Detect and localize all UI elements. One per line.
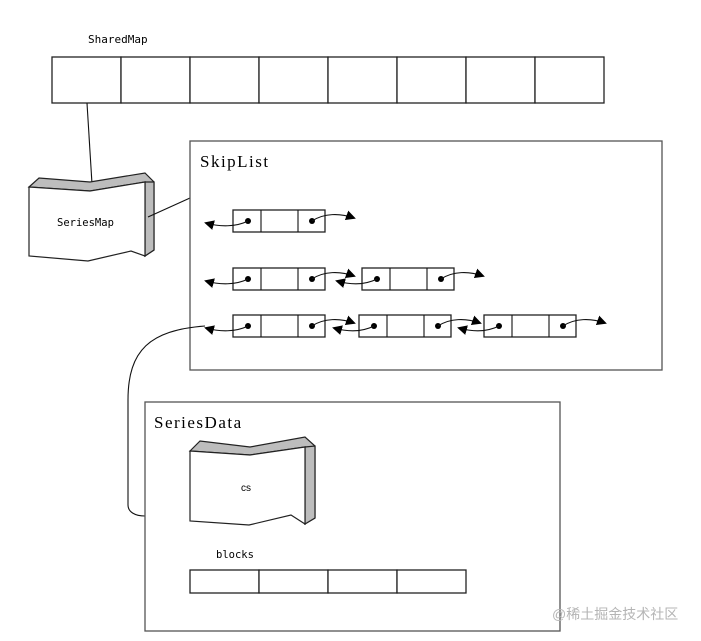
next-pointer-arrow (562, 315, 607, 327)
skip-list-node (335, 267, 485, 291)
block-slot (189, 569, 260, 594)
connector-sharedmap-to-seriesmap (86, 102, 93, 185)
shared-map: SharedMap (51, 33, 605, 104)
shared-map-slot (534, 56, 605, 104)
skip-list-node (204, 209, 356, 233)
blocks-slots (189, 569, 467, 594)
shared-map-slot (327, 56, 398, 104)
prev-pointer-arrow (332, 325, 375, 335)
cs-label: cs (241, 483, 251, 494)
node-cell-prev (232, 267, 326, 291)
block-slot (258, 569, 329, 594)
node-cell-prev (361, 267, 455, 291)
prev-pointer-arrow (204, 325, 249, 335)
shared-map-slots (51, 56, 605, 104)
shared-map-slot (189, 56, 260, 104)
next-pointer-arrow (311, 315, 356, 327)
skip-list-nodes (204, 209, 607, 338)
shared-map-slot (51, 56, 122, 104)
block-slot (396, 569, 467, 594)
skip-list-frame: SkipList (189, 140, 663, 371)
series-map-label: SeriesMap (57, 217, 114, 229)
prev-pointer-arrow (335, 278, 378, 288)
connector-seriesmap-to-skiplist (147, 197, 191, 218)
cs-side-bevel (304, 445, 316, 526)
next-pointer-arrow (437, 315, 482, 327)
series-data-frame: SeriesData cs blocks (144, 401, 561, 632)
shared-map-slot (465, 56, 536, 104)
node-cell-prev (358, 314, 452, 338)
connector-skiplist-to-seriesdata (127, 325, 206, 517)
prev-pointer-arrow (457, 325, 500, 335)
next-pointer-arrow (440, 268, 485, 280)
skip-list-node (204, 314, 356, 338)
shared-map-label: SharedMap (88, 33, 148, 46)
series-map-side-bevel (144, 181, 155, 258)
series-map-shape: SeriesMap (27, 172, 155, 262)
node-cell-prev (232, 314, 326, 338)
node-cell-prev (483, 314, 577, 338)
series-data-title: SeriesData (154, 413, 243, 432)
next-pointer-arrow (311, 210, 356, 222)
skip-list-node (332, 314, 482, 338)
node-cell-prev (232, 209, 326, 233)
skip-list-node (204, 267, 356, 291)
block-slot (327, 569, 398, 594)
blocks-label: blocks (216, 549, 254, 561)
next-pointer-arrow (311, 268, 356, 280)
watermark: @稀土掘金技术社区 (552, 606, 678, 622)
prev-pointer-arrow (204, 278, 249, 288)
shared-map-slot (396, 56, 467, 104)
cs-face (189, 446, 306, 526)
series-map-face (28, 181, 146, 262)
prev-pointer-arrow (204, 220, 249, 230)
shared-map-slot (258, 56, 329, 104)
skip-list-node (457, 314, 607, 338)
skip-list-title: SkipList (200, 152, 270, 171)
cs-shape: cs (188, 436, 316, 526)
shared-map-slot (120, 56, 191, 104)
